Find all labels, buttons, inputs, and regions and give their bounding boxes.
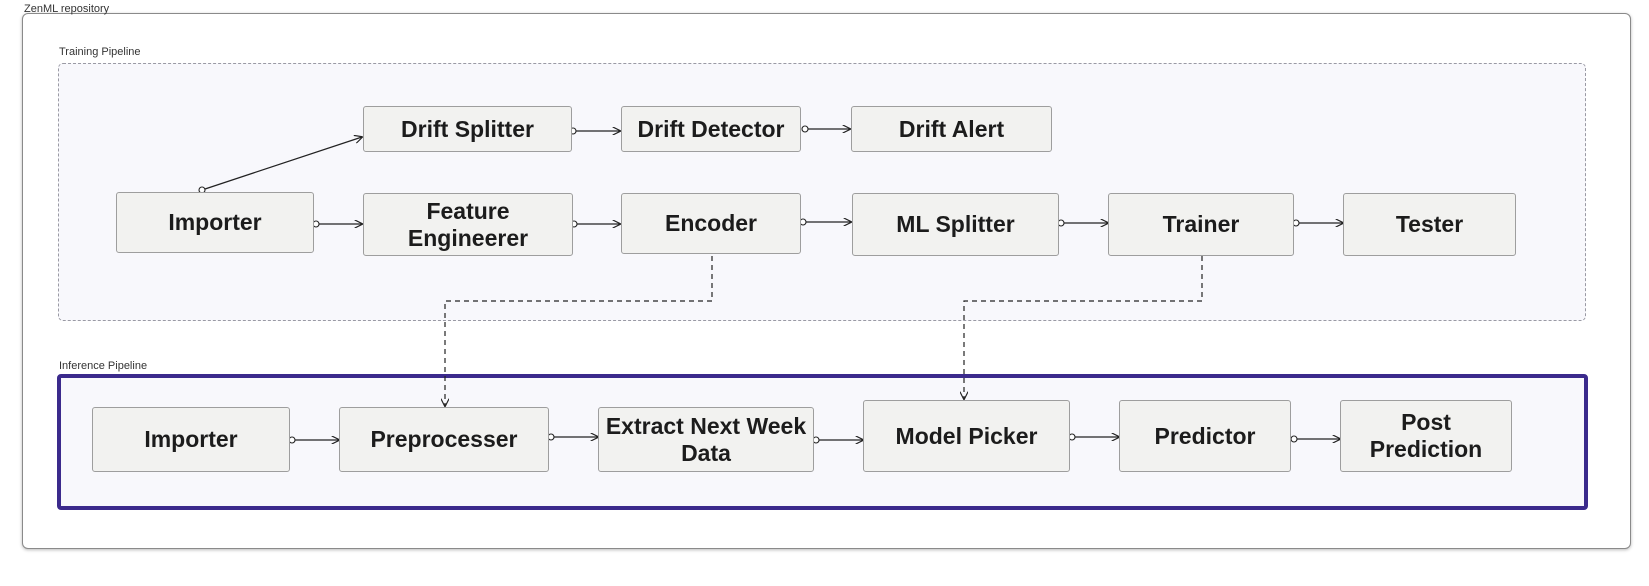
node-label: Post Prediction xyxy=(1369,409,1483,462)
node-label: Trainer xyxy=(1162,211,1240,237)
node-label: Preprocesser xyxy=(370,426,518,452)
node-label: Extract Next Week Data xyxy=(605,412,807,466)
port-drift-detector-out xyxy=(801,125,809,133)
node-preprocesser[interactable]: Preprocesser xyxy=(339,407,549,472)
node-drift-detector[interactable]: Drift Detector xyxy=(621,106,801,152)
node-drift-alert[interactable]: Drift Alert xyxy=(851,106,1052,152)
node-extract-next-week-data[interactable]: Extract Next Week Data xyxy=(598,407,814,472)
inference-pipeline-label: Inference Pipeline xyxy=(59,360,148,372)
node-label: ML Splitter xyxy=(896,211,1015,237)
edge-importer-drift-splitter xyxy=(201,137,362,191)
node-tester[interactable]: Tester xyxy=(1343,193,1516,256)
node-label: Feature Engineerer xyxy=(407,197,529,251)
node-drift-splitter[interactable]: Drift Splitter xyxy=(363,106,572,152)
port-predictor-out xyxy=(1290,435,1298,443)
node-label: Tester xyxy=(1395,211,1464,237)
node-feature-engineerer[interactable]: Feature Engineerer xyxy=(363,193,573,256)
node-predictor[interactable]: Predictor xyxy=(1119,400,1291,472)
repository-label: ZenML repository xyxy=(24,3,110,15)
node-inference-importer[interactable]: Importer xyxy=(92,407,290,472)
node-importer[interactable]: Importer xyxy=(116,192,314,253)
node-label: Importer xyxy=(168,209,262,235)
node-label: Drift Detector xyxy=(637,115,785,142)
node-trainer[interactable]: Trainer xyxy=(1108,193,1294,256)
node-ml-splitter[interactable]: ML Splitter xyxy=(852,193,1059,256)
node-label: Importer xyxy=(144,426,238,452)
node-label: Drift Alert xyxy=(898,115,1005,142)
node-encoder[interactable]: Encoder xyxy=(621,193,801,254)
node-label: Predictor xyxy=(1154,422,1256,449)
node-label: Drift Splitter xyxy=(401,115,534,142)
node-label: Encoder xyxy=(664,210,758,236)
training-pipeline-label: Training Pipeline xyxy=(59,46,141,58)
node-label: Model Picker xyxy=(895,422,1038,449)
edge-trainer-model-picker xyxy=(964,256,1203,399)
node-model-picker[interactable]: Model Picker xyxy=(863,400,1070,472)
edge-encoder-preprocesser xyxy=(445,256,713,406)
node-post-prediction[interactable]: Post Prediction xyxy=(1340,400,1512,472)
